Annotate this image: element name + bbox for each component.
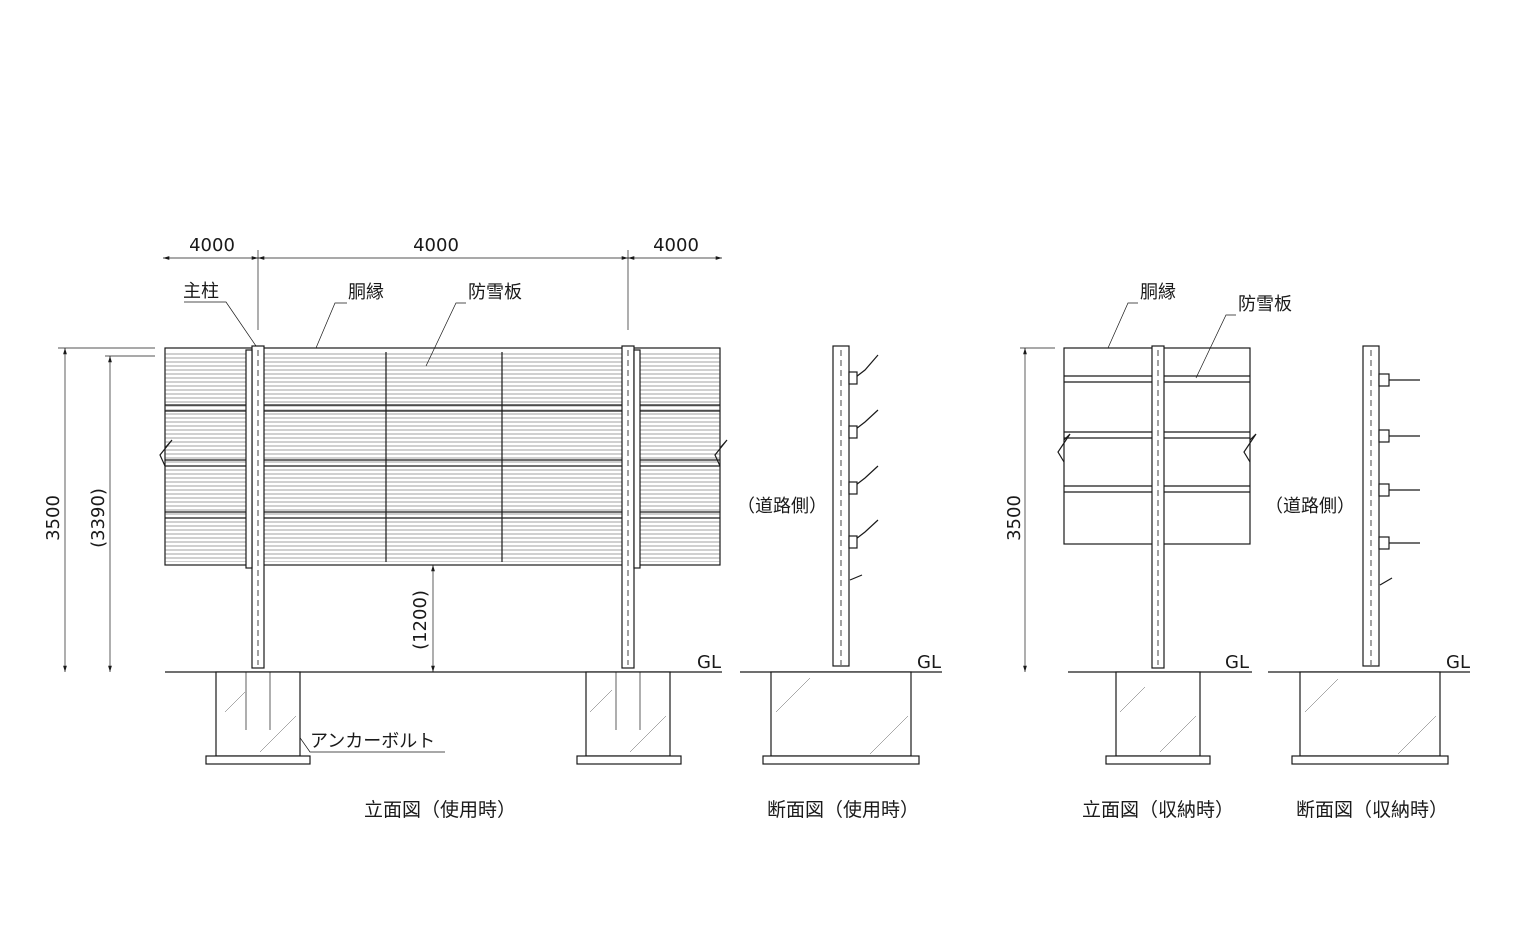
span-dimension: 4000 4000 4000 xyxy=(163,235,722,330)
label-girt: 胴縁 xyxy=(348,282,384,303)
caption-elevation-in-use: 立面図（使用時） xyxy=(364,799,516,821)
label-anchor-bolt: アンカーボルト xyxy=(310,731,435,752)
stowed-boards xyxy=(1378,373,1420,586)
elevation-stored-view: 3500 胴縁 防雪板 GL 立面図（収納時） xyxy=(1004,282,1292,821)
main-post-right xyxy=(621,345,641,669)
label-snow-board: 防雪板 xyxy=(468,282,522,303)
label-gl: GL xyxy=(1446,652,1470,673)
label-road-side: （道路側） xyxy=(1265,496,1355,517)
section-in-use-view: （道路側） GL 断面図（使用時） xyxy=(737,345,942,821)
main-post-left xyxy=(245,345,265,669)
caption-section-in-use: 断面図（使用時） xyxy=(767,799,919,821)
dim-clearance: (1200) xyxy=(410,590,431,650)
folded-boards xyxy=(848,354,879,581)
label-snow-board: 防雪板 xyxy=(1238,294,1292,315)
leaders: 主柱 胴縁 防雪板 アンカーボルト xyxy=(183,281,522,753)
ground-and-footings: GL xyxy=(165,652,722,765)
height-dimensions: 3500 (3390) (1200) xyxy=(43,347,435,672)
dim-height-panel: (3390) xyxy=(88,488,109,548)
dim-span-right: 4000 xyxy=(653,235,699,256)
section-stored-view: （道路側） GL 断面図（収納時） xyxy=(1265,345,1470,821)
label-girt: 胴縁 xyxy=(1140,282,1176,303)
label-gl: GL xyxy=(1225,652,1249,673)
label-gl: GL xyxy=(697,652,721,673)
label-gl: GL xyxy=(917,652,941,673)
dim-span-center: 4000 xyxy=(413,235,459,256)
caption-section-stored: 断面図（収納時） xyxy=(1296,799,1448,821)
label-main-post: 主柱 xyxy=(183,281,219,302)
dim-span-left: 4000 xyxy=(189,235,235,256)
snow-board-panels xyxy=(159,347,728,566)
caption-elevation-stored: 立面図（収納時） xyxy=(1082,799,1234,821)
dim-height-total: 3500 xyxy=(43,495,64,541)
label-road-side: （道路側） xyxy=(737,496,827,517)
dim-height-total-stored: 3500 xyxy=(1004,495,1025,541)
elevation-in-use-view: 4000 4000 4000 xyxy=(43,235,728,821)
